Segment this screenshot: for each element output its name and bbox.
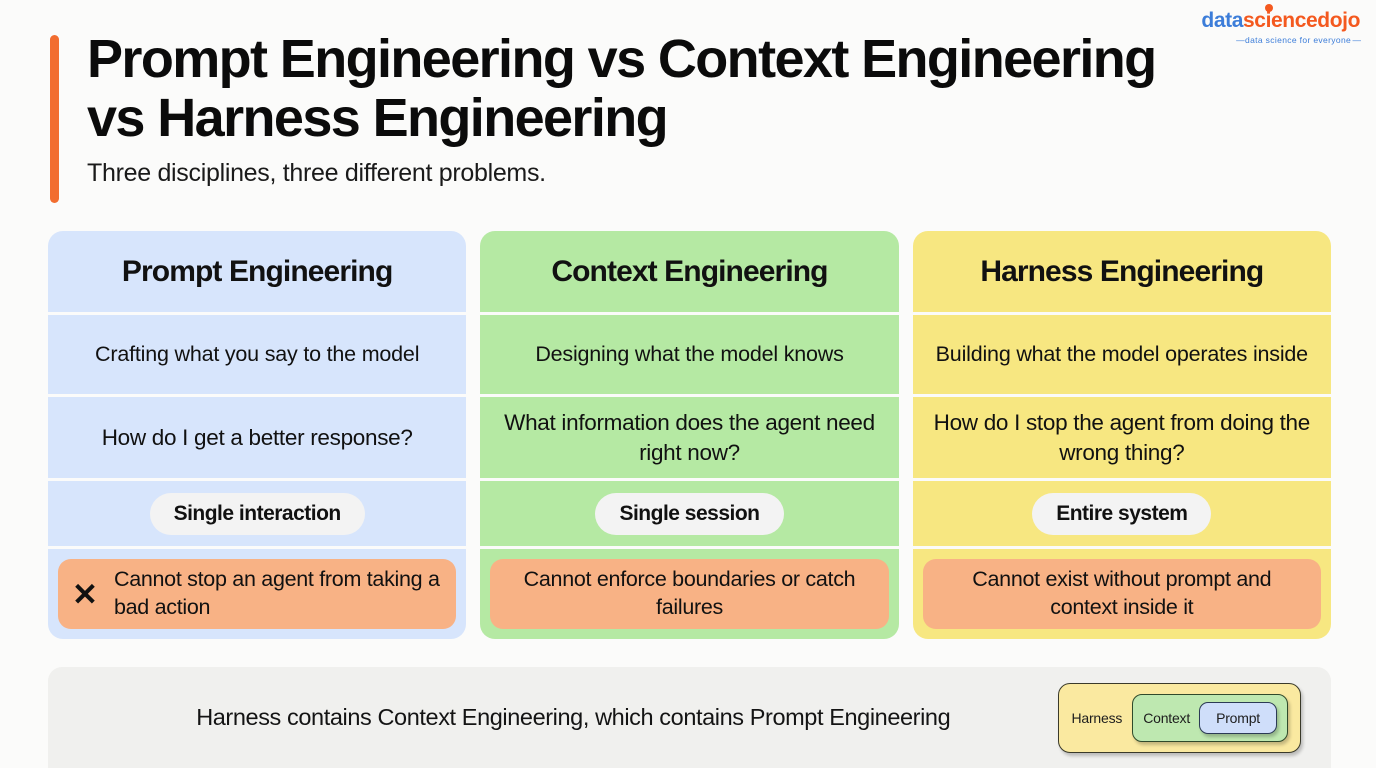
scope-badge: Single interaction — [149, 492, 365, 535]
column-title: Harness Engineering — [912, 231, 1331, 315]
nesting-diagram-prompt: Prompt — [1199, 701, 1277, 734]
page-header: Prompt Engineering vs Context Engineerin… — [50, 30, 1250, 203]
logo-rule-right: — — [1351, 35, 1361, 45]
column-question: How do I stop the agent from doing the w… — [912, 397, 1331, 481]
column-description: Crafting what you say to the model — [48, 315, 467, 397]
logo-tagline-text: data science for everyone — [1245, 35, 1352, 45]
column-question: What information does the agent need rig… — [480, 397, 899, 481]
logo-rule-left: — — [1236, 35, 1246, 45]
footer-panel: Harness contains Context Engineering, wh… — [48, 667, 1331, 768]
footer-summary: Harness contains Context Engineering, wh… — [196, 704, 951, 730]
column-limitation-row: ✕ Cannot stop an agent from taking a bad… — [48, 549, 466, 639]
logo-text-dojo: dojo — [1317, 9, 1360, 32]
logo-dot-icon — [1265, 4, 1274, 12]
nesting-diagram-harness: Harness Context Prompt — [1058, 682, 1301, 753]
page-subtitle: Three disciplines, three different probl… — [87, 158, 546, 187]
limitation-text: Cannot exist without prompt and context … — [972, 567, 1272, 619]
column-question: How do I get a better response? — [48, 397, 467, 481]
column-scope-row: Single interaction — [48, 481, 467, 549]
limitation-badge: ✕ Cannot stop an agent from taking a bad… — [58, 559, 457, 629]
close-x-icon: ✕ — [72, 576, 98, 612]
logo-tagline: — data science for everyone — — [1201, 35, 1361, 45]
page-title-line2: vs Harness Engineering — [87, 87, 669, 148]
column-context-engineering: Context Engineering Designing what the m… — [480, 231, 899, 639]
comparison-columns: Prompt Engineering Crafting what you say… — [48, 231, 1331, 639]
limitation-text: Cannot stop an agent from taking a bad a… — [113, 567, 440, 619]
column-title: Context Engineering — [480, 231, 899, 315]
column-limitation-row: Cannot exist without prompt and context … — [913, 549, 1331, 639]
column-scope-row: Entire system — [912, 481, 1331, 549]
logo-text-data: data — [1201, 9, 1244, 32]
limitation-badge: Cannot exist without prompt and context … — [922, 559, 1321, 629]
logo-wordmark: datasciencedojo — [1201, 4, 1360, 32]
nesting-label-harness: Harness — [1071, 709, 1123, 726]
limitation-badge: Cannot enforce boundaries or catch failu… — [490, 559, 889, 629]
nesting-diagram-context: Context Prompt — [1132, 693, 1288, 742]
scope-badge: Single session — [595, 492, 784, 535]
brand-logo: datasciencedojo — data science for every… — [1201, 4, 1361, 45]
column-prompt-engineering: Prompt Engineering Crafting what you say… — [48, 231, 467, 639]
page-title: Prompt Engineering vs Context Engineerin… — [87, 30, 1250, 148]
page-title-line1: Prompt Engineering vs Context Engineerin… — [87, 29, 1157, 89]
column-limitation-row: Cannot enforce boundaries or catch failu… — [480, 549, 898, 639]
nesting-label-context: Context — [1143, 709, 1191, 726]
scope-badge: Entire system — [1032, 492, 1212, 535]
limitation-text: Cannot enforce boundaries or catch failu… — [523, 567, 856, 619]
column-scope-row: Single session — [480, 481, 899, 549]
column-title: Prompt Engineering — [48, 231, 467, 315]
logo-text-science: science — [1243, 9, 1318, 32]
accent-bar — [50, 35, 59, 203]
column-description: Building what the model operates inside — [912, 315, 1331, 397]
header-text-block: Prompt Engineering vs Context Engineerin… — [87, 30, 1250, 188]
column-harness-engineering: Harness Engineering Building what the mo… — [912, 231, 1331, 639]
column-description: Designing what the model knows — [480, 315, 899, 397]
